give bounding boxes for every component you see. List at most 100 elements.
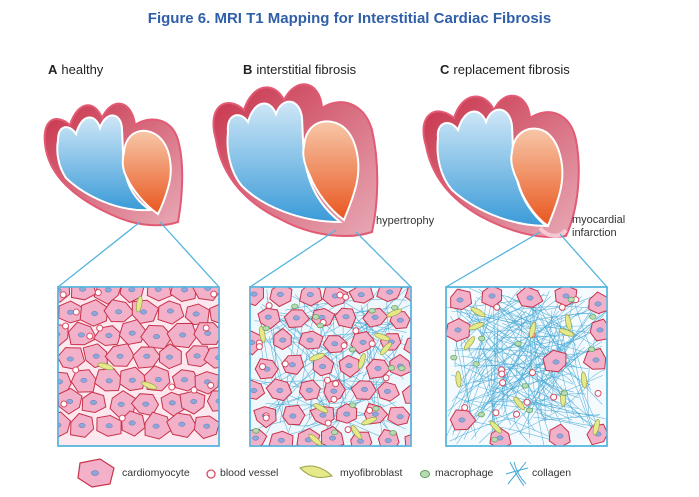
macrophage bbox=[262, 325, 270, 332]
cell-nucleus bbox=[80, 377, 88, 383]
macrophage bbox=[252, 428, 260, 434]
cell-nucleus bbox=[215, 398, 219, 404]
hypertrophy-label: hypertrophy bbox=[376, 215, 435, 227]
blood-vessel bbox=[323, 376, 331, 384]
collagen-fiber bbox=[506, 308, 567, 396]
cardiomyocyte bbox=[169, 287, 197, 303]
panel-c-letter: C bbox=[440, 62, 450, 77]
cell-nucleus bbox=[128, 330, 136, 336]
cell-nucleus bbox=[276, 291, 284, 297]
collagen-fiber bbox=[482, 352, 495, 371]
collagen-fiber bbox=[465, 372, 574, 403]
cell-nucleus bbox=[166, 308, 174, 314]
collagen-fiber bbox=[473, 363, 589, 369]
cell-nucleus bbox=[117, 401, 125, 407]
blood-vessel-icon bbox=[206, 469, 216, 479]
cell-nucleus bbox=[396, 317, 404, 323]
cell-nucleus bbox=[396, 414, 404, 420]
cell-nucleus bbox=[154, 377, 162, 382]
blood-vessel bbox=[528, 369, 536, 377]
macrophage bbox=[348, 346, 356, 353]
collagen-fiber bbox=[460, 355, 574, 385]
macrophage bbox=[312, 314, 320, 320]
legend: cardiomyocyte blood vessel myofibroblast… bbox=[0, 458, 699, 490]
cell-nucleus bbox=[79, 287, 87, 292]
collagen-fiber bbox=[563, 403, 584, 424]
legend-myofibroblast: myofibroblast bbox=[340, 467, 403, 479]
macrophage bbox=[521, 383, 529, 389]
cell-nucleus bbox=[168, 400, 176, 406]
cell-nucleus bbox=[250, 291, 258, 297]
cell-nucleus bbox=[250, 340, 256, 345]
cell-nucleus bbox=[331, 341, 339, 347]
cell-nucleus bbox=[250, 388, 258, 393]
blood-vessel bbox=[190, 386, 198, 394]
legend-blood-vessel: blood vessel bbox=[220, 467, 279, 479]
legend-macrophage: macrophage bbox=[435, 467, 494, 479]
blood-vessel bbox=[265, 302, 273, 310]
collagen-fiber bbox=[495, 386, 536, 432]
cell-nucleus bbox=[58, 379, 63, 385]
cell-nucleus bbox=[371, 411, 379, 417]
collagen-icon bbox=[505, 461, 529, 487]
blood-vessel bbox=[513, 410, 521, 418]
collagen-fiber bbox=[481, 296, 552, 375]
myofibroblast bbox=[386, 308, 403, 318]
tissue-interstitial-cells bbox=[250, 287, 439, 446]
collagen-fiber bbox=[459, 379, 495, 394]
cell-nucleus bbox=[58, 422, 62, 428]
cardiomyocyte bbox=[403, 337, 411, 355]
collagen-fiber bbox=[488, 384, 507, 390]
heart-interstitial-fibrosis bbox=[212, 83, 379, 237]
cell-nucleus bbox=[342, 314, 350, 320]
zoom-lines bbox=[57, 221, 608, 288]
blood-vessel bbox=[86, 332, 94, 340]
blood-vessel bbox=[59, 291, 67, 299]
cell-nucleus bbox=[105, 333, 113, 339]
cell-nucleus bbox=[594, 301, 602, 307]
cell-nucleus bbox=[454, 327, 462, 333]
collagen-fiber bbox=[533, 416, 587, 429]
tissue-replacement-cells bbox=[446, 287, 607, 446]
collagen-fiber bbox=[463, 296, 561, 368]
cell-nucleus bbox=[425, 315, 431, 319]
cell-nucleus bbox=[306, 337, 314, 343]
myofibroblast bbox=[358, 353, 366, 370]
cell-nucleus bbox=[356, 438, 364, 444]
myofibroblast bbox=[529, 321, 537, 339]
heart-healthy bbox=[43, 102, 184, 227]
cell-nucleus bbox=[179, 332, 187, 338]
cell-nucleus bbox=[105, 423, 113, 429]
cell-nucleus bbox=[128, 377, 136, 383]
cell-nucleus bbox=[360, 387, 368, 392]
collagen-fiber bbox=[460, 310, 527, 381]
collagen-fiber bbox=[559, 334, 577, 354]
collagen-fiber bbox=[454, 362, 573, 421]
panel-a-letter: A bbox=[48, 62, 58, 77]
blood-vessel bbox=[324, 419, 332, 427]
macrophage bbox=[477, 411, 485, 418]
cell-nucleus bbox=[78, 423, 86, 428]
cell-nucleus bbox=[562, 293, 570, 299]
macrophage bbox=[567, 296, 575, 303]
collagen-fiber bbox=[449, 417, 516, 442]
blood-vessel bbox=[492, 409, 500, 417]
cell-nucleus bbox=[384, 438, 392, 443]
collagen-fiber bbox=[513, 415, 531, 444]
cell-nucleus bbox=[142, 401, 150, 407]
cell-nucleus bbox=[128, 420, 136, 426]
macrophage bbox=[372, 405, 380, 412]
collagen-fiber bbox=[447, 312, 493, 417]
blood-vessel bbox=[461, 404, 469, 412]
cell-nucleus bbox=[66, 356, 74, 362]
cell-nucleus bbox=[289, 413, 297, 419]
collagen-fiber bbox=[480, 325, 599, 334]
cell-nucleus bbox=[410, 392, 411, 395]
cell-nucleus bbox=[277, 437, 285, 443]
cell-nucleus bbox=[252, 435, 260, 441]
cell-nucleus bbox=[425, 363, 431, 367]
cell-nucleus bbox=[319, 364, 327, 369]
myofibroblast bbox=[361, 416, 378, 426]
cardiomyocyte bbox=[415, 356, 439, 377]
